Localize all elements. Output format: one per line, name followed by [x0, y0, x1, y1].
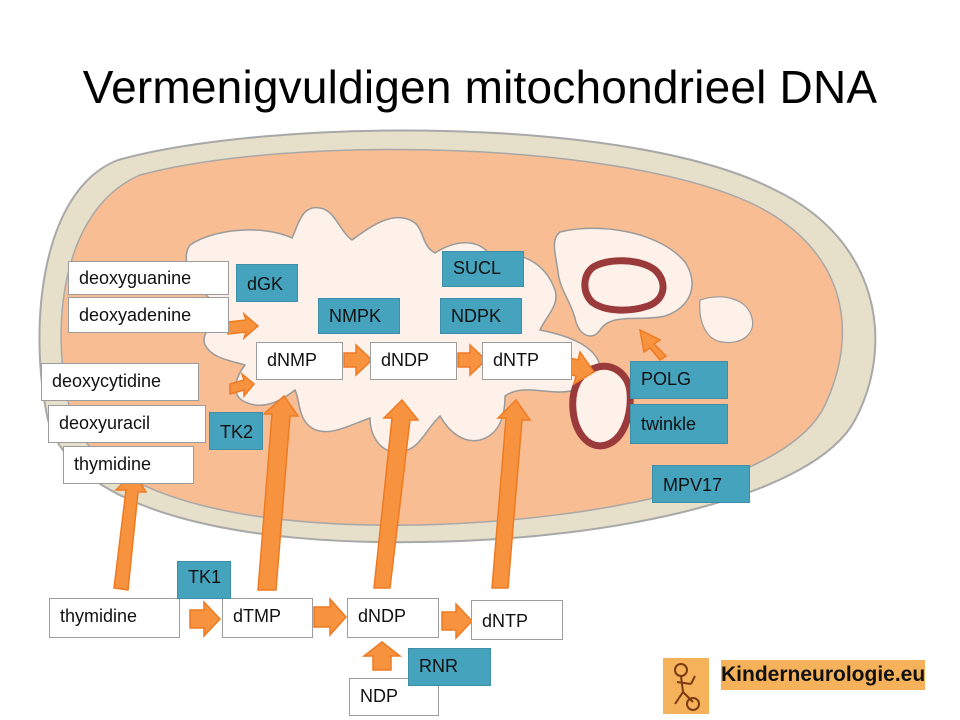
enzyme-polg: POLG: [630, 361, 728, 399]
arrow-polg-to-mtdna: [638, 328, 668, 361]
cytosol-dndp: dNDP: [347, 598, 439, 638]
cytosol-thymidine: thymidine: [49, 598, 180, 638]
cytosol-dtmp: dTMP: [222, 598, 313, 638]
mito-dnmp: dNMP: [256, 342, 343, 380]
arrow-thymidine-import: [113, 470, 148, 591]
enzyme-nmpk: NMPK: [318, 298, 400, 334]
arrow-dndp-to-dntp: [441, 602, 474, 640]
arrow-ndp-to-dndp: [361, 641, 403, 671]
circular-dna-icon: [581, 257, 667, 314]
nucleoside-deoxyguanine: deoxyguanine: [68, 261, 229, 295]
nucleoside-thymidine: thymidine: [63, 446, 194, 484]
child-figure-logo-icon: [663, 658, 709, 714]
arrow-dnmp-to-dndp: [343, 343, 374, 377]
enzyme-twinkle: twinkle: [630, 404, 728, 444]
cytosol-ndp: NDP: [349, 678, 439, 716]
enzyme-tk1: TK1: [177, 561, 231, 599]
arrow-deoxyadenine-to-dnmp: [227, 311, 260, 341]
nucleoside-deoxycytidine: deoxycytidine: [41, 363, 199, 401]
enzyme-sucl: SUCL: [442, 251, 524, 287]
arrow-thymidine-to-dtmp: [189, 600, 222, 638]
nucleoside-deoxyadenine: deoxyadenine: [68, 297, 229, 333]
arrow-dndp-to-dntp: [457, 343, 488, 377]
enzyme-rnr: RNR: [408, 648, 491, 686]
brand-text[interactable]: Kinderneurologie.eu: [721, 660, 925, 690]
enzyme-tk2: TK2: [209, 412, 263, 450]
arrows-import: [113, 394, 532, 591]
mito-dntp: dNTP: [482, 342, 572, 380]
nucleoside-deoxyuracil: deoxyuracil: [48, 405, 206, 443]
enzyme-ndpk: NDPK: [440, 298, 522, 334]
circular-dna-icon-2: [569, 362, 634, 450]
slide-title: Vermenigvuldigen mitochondrieel DNA: [82, 61, 878, 113]
arrow-dtmp-to-dndp: [313, 597, 348, 637]
enzyme-dgk: dGK: [236, 264, 298, 302]
mito-dndp: dNDP: [370, 342, 457, 380]
arrow-dntp-import: [491, 398, 532, 589]
arrows-cytosol: [189, 597, 474, 671]
enzyme-mpv17: MPV17: [652, 465, 750, 503]
arrow-dtmp-import: [257, 394, 300, 591]
arrow-dndp-import: [373, 398, 420, 589]
cytosol-dntp: dNTP: [471, 600, 563, 640]
arrow-deoxycytidine-to-dnmp: [229, 371, 256, 399]
